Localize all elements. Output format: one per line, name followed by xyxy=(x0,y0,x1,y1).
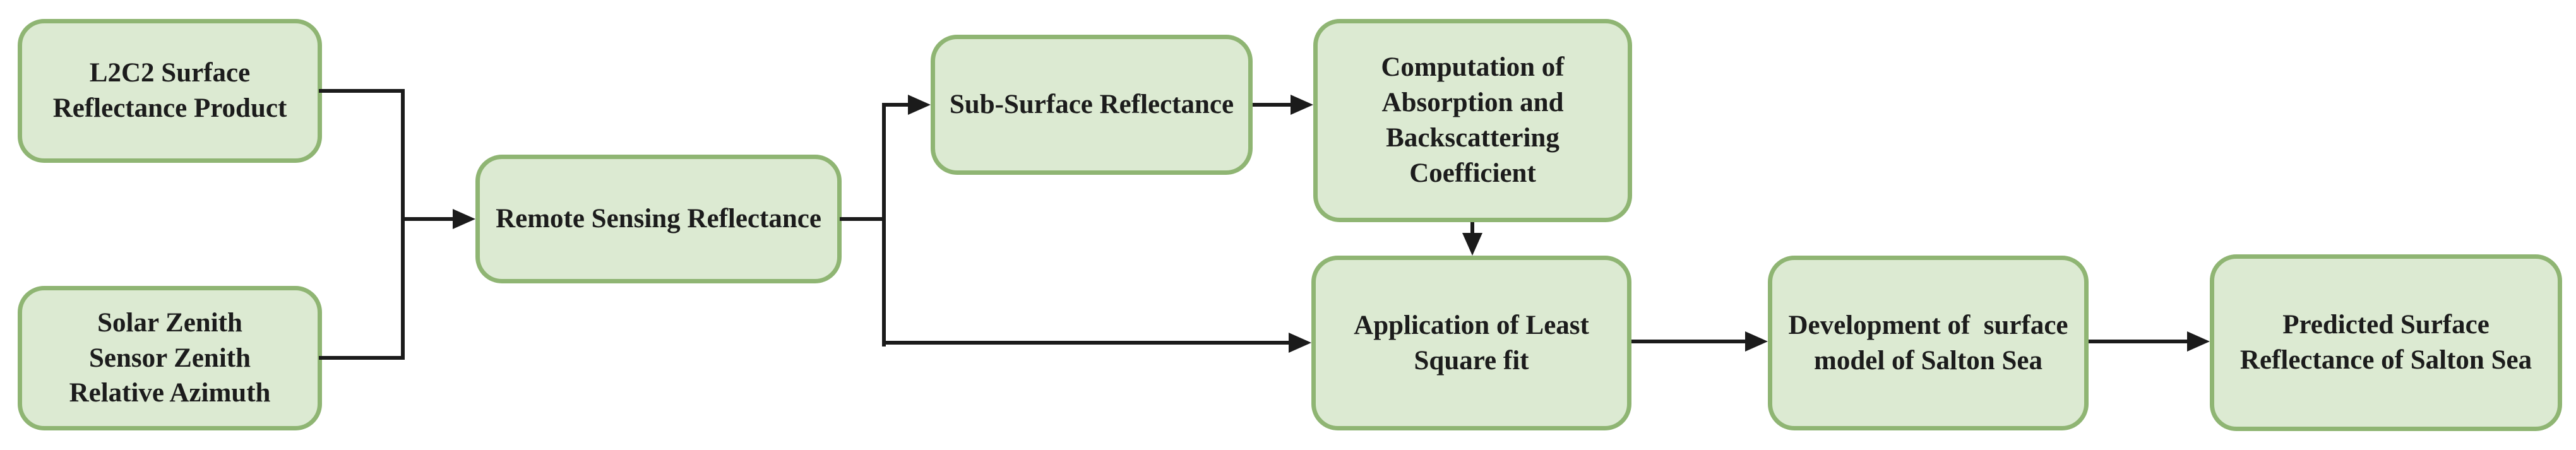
connector-l2c2-to-bracket xyxy=(319,89,405,93)
node-label-line: Sensor Zenith xyxy=(88,343,251,373)
arrowhead-into-leastsquare-top xyxy=(1462,233,1482,256)
connector-split-to-subsurface xyxy=(882,103,910,107)
node-remote-sensing-reflectance: Remote Sensing Reflectance xyxy=(475,155,842,283)
node-label-line: Absorption and xyxy=(1381,88,1564,118)
node-computation-absorption-backscattering-coefficient: Computation of Absorption and Backscatte… xyxy=(1313,19,1632,222)
connector-merge-bracket-vertical xyxy=(401,89,405,360)
arrowhead-into-subsurface xyxy=(908,95,931,115)
node-label-line: Coefficient xyxy=(1409,158,1536,188)
arrowhead-into-computation xyxy=(1291,95,1313,115)
node-label-line: Backscattering xyxy=(1386,123,1559,153)
node-solar-zenith-sensor-zenith-relative-azimuth: Solar Zenith Sensor Zenith Relative Azim… xyxy=(18,286,322,430)
node-predicted-surface-reflectance-of-salton-sea: Predicted Surface Reflectance of Salton … xyxy=(2210,254,2562,431)
connector-split-bracket-vertical xyxy=(882,103,886,346)
node-label-line: Sub-Surface Reflectance xyxy=(949,90,1234,120)
arrowhead-into-predicted xyxy=(2187,331,2210,352)
node-label-line: Application of Least xyxy=(1354,310,1589,340)
node-label-line: Square fit xyxy=(1414,345,1529,376)
node-sub-surface-reflectance: Sub-Surface Reflectance xyxy=(931,35,1253,175)
node-label-line: Development of surface xyxy=(1788,310,2068,340)
connector-development-to-predicted xyxy=(2089,340,2190,343)
connector-bracket-to-rsr xyxy=(405,217,456,221)
connector-subsurface-to-computation xyxy=(1253,103,1292,107)
node-label-line: Reflectance Product xyxy=(52,93,287,123)
arrowhead-into-leastsquare-left xyxy=(1289,333,1311,353)
connector-leastsquare-to-development xyxy=(1631,340,1749,343)
connector-rsr-to-split xyxy=(840,217,886,221)
connector-split-to-leastsquare xyxy=(882,341,1291,345)
node-label-line: model of Salton Sea xyxy=(1814,345,2042,376)
node-label-line: Predicted Surface xyxy=(2282,310,2490,340)
node-development-of-surface-model-of-salton-sea: Development of surface model of Salton S… xyxy=(1768,256,2089,430)
connector-computation-to-leastsquare xyxy=(1470,222,1474,236)
connector-solar-to-bracket xyxy=(319,356,405,360)
node-label-line: L2C2 Surface xyxy=(89,58,251,88)
node-label-line: Solar Zenith xyxy=(97,307,242,338)
node-label-line: Remote Sensing Reflectance xyxy=(496,204,821,234)
node-l2c2-surface-reflectance-product: L2C2 Surface Reflectance Product xyxy=(18,19,322,163)
node-application-of-least-square-fit: Application of Least Square fit xyxy=(1311,256,1631,430)
arrowhead-into-rsr xyxy=(453,209,475,229)
node-label-line: Computation of xyxy=(1381,52,1565,83)
node-label-line: Relative Azimuth xyxy=(69,378,271,408)
node-label-line: Reflectance of Salton Sea xyxy=(2239,345,2532,375)
arrowhead-into-development xyxy=(1745,331,1768,352)
